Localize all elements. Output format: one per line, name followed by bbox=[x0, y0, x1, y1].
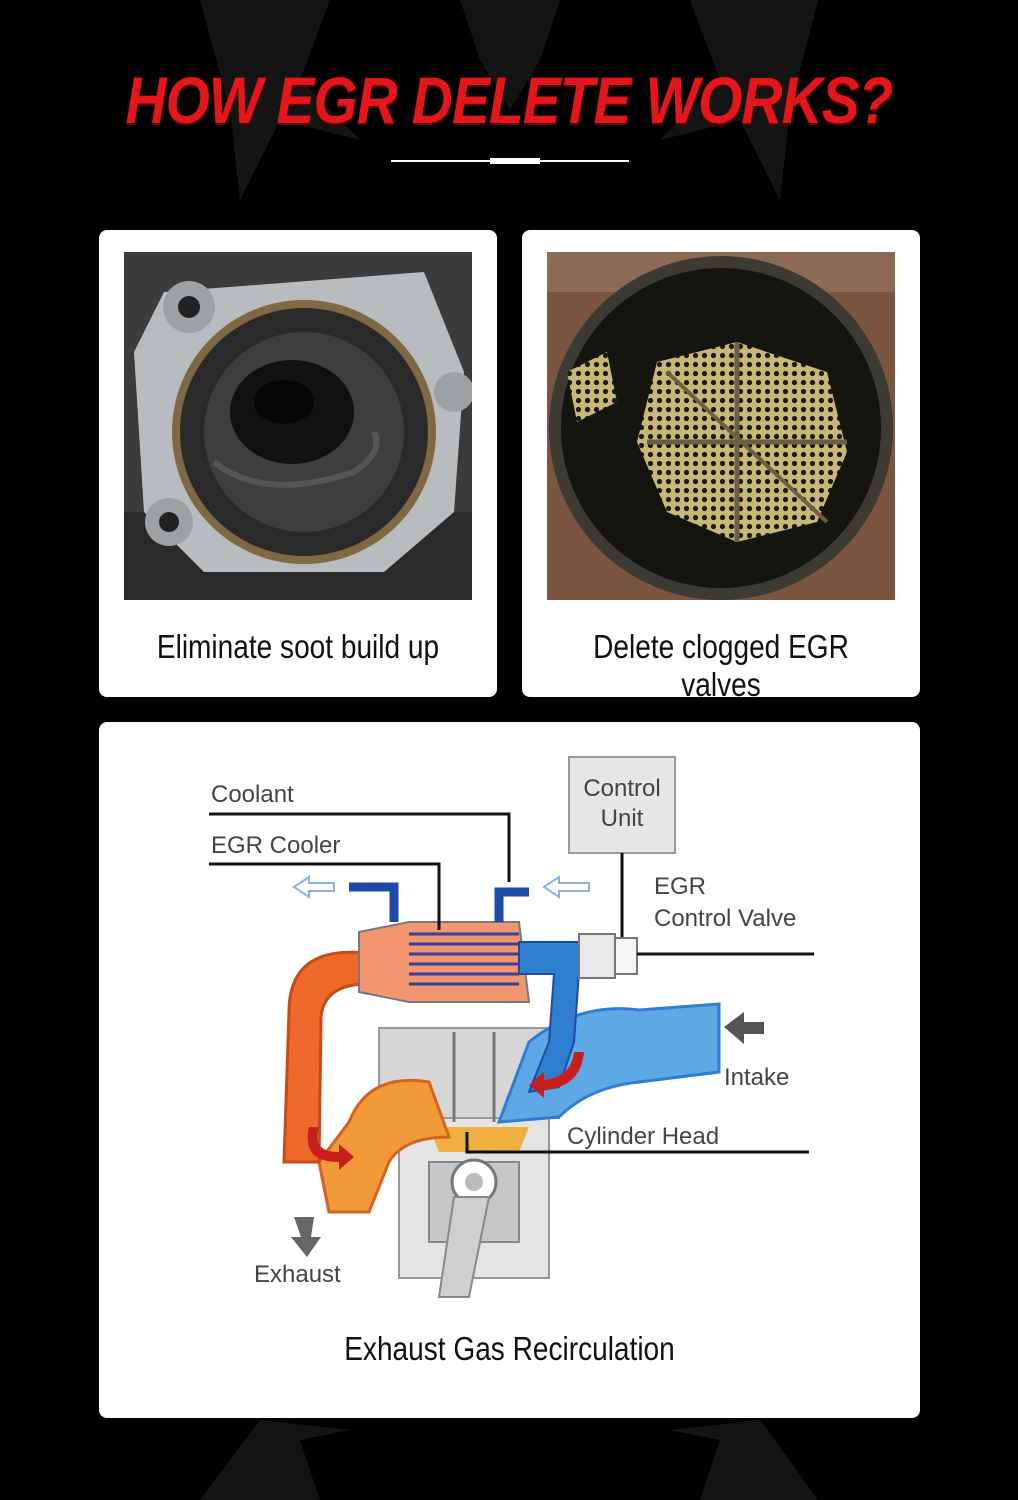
egr-control-valve bbox=[578, 933, 638, 979]
clogged-egr-photo bbox=[547, 252, 895, 600]
coolant-in-arrow-icon bbox=[542, 875, 590, 899]
clogged-valve-caption: Delete clogged EGR valves bbox=[593, 628, 849, 703]
soot-caption: Eliminate soot build up bbox=[156, 628, 440, 665]
exhaust-manifold bbox=[317, 1078, 452, 1214]
exhaust-flow-arrow-icon bbox=[307, 1127, 354, 1170]
clogged-valve-card: Delete clogged EGR valves bbox=[522, 230, 920, 703]
intake-label: Intake bbox=[724, 1064, 789, 1091]
egr-valve-label-1: EGR bbox=[654, 873, 706, 900]
exhaust-recirc-pipe bbox=[282, 950, 376, 1164]
intake-arrow-icon bbox=[724, 1012, 764, 1044]
control-unit-box bbox=[568, 756, 676, 854]
recirc-arrow-icon bbox=[529, 1052, 584, 1098]
egr-diagram-card: Control Unit Coolant EGR Cooler EGR Cont… bbox=[99, 722, 920, 1418]
egr-cooler bbox=[349, 882, 531, 1003]
cylinder-head-label: Cylinder Head bbox=[567, 1123, 719, 1150]
egr-cooler-label: EGR Cooler bbox=[211, 832, 340, 859]
soot-card: Eliminate soot build up bbox=[99, 230, 497, 697]
control-unit-label-2: Unit bbox=[601, 805, 644, 832]
soot-buildup-photo bbox=[124, 252, 472, 600]
control-unit-label-1: Control bbox=[583, 775, 660, 802]
diagram-caption: Exhaust Gas Recirculation bbox=[344, 1330, 675, 1367]
egr-valve-label-2: Control Valve bbox=[654, 905, 796, 932]
exhaust-label: Exhaust bbox=[254, 1261, 341, 1288]
page-title: HOW EGR DELETE WORKS? bbox=[125, 63, 893, 137]
intake-pipe bbox=[496, 1002, 721, 1124]
exhaust-arrow-icon bbox=[291, 1217, 321, 1257]
title-divider-accent bbox=[490, 158, 540, 164]
egr-system-diagram: Control Unit Coolant EGR Cooler EGR Cont… bbox=[209, 756, 814, 1298]
coolant-out-arrow-icon bbox=[292, 875, 335, 899]
coolant-label: Coolant bbox=[211, 781, 294, 808]
